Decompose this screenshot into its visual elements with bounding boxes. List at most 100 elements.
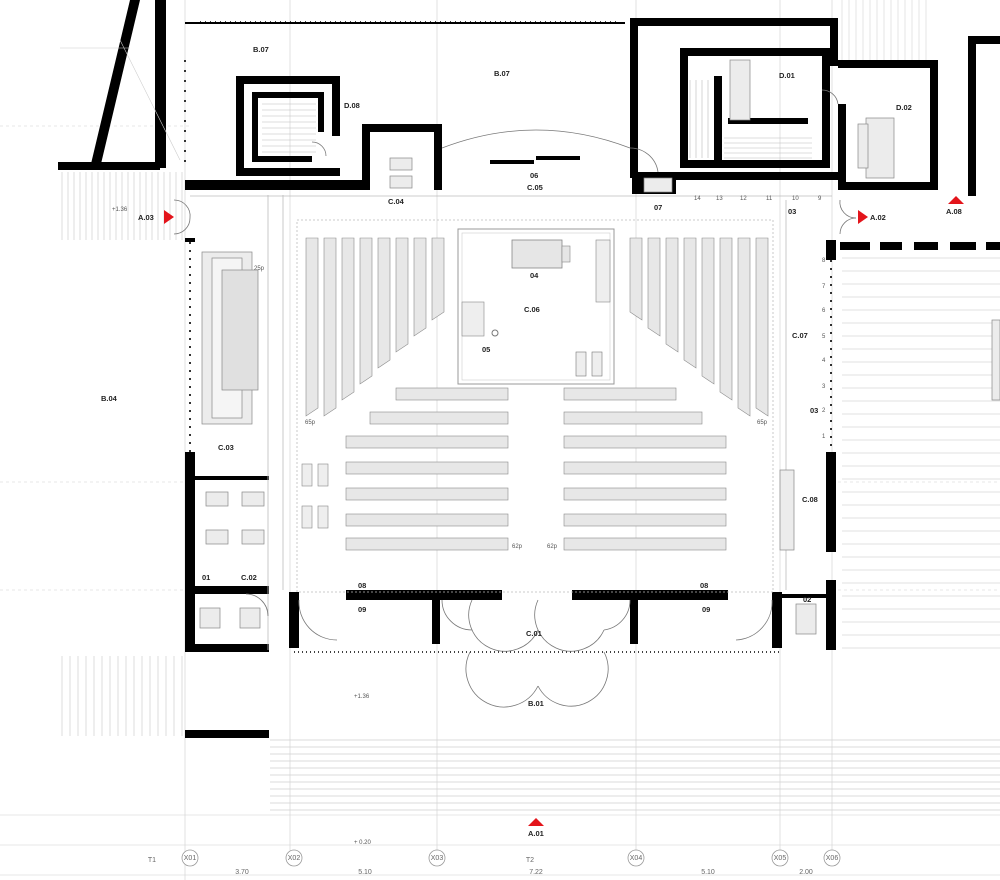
- axis-label: X02: [288, 855, 301, 862]
- benches: [305, 237, 769, 551]
- bottom-left-hatch: [61, 656, 183, 736]
- stair-number: 2: [822, 408, 826, 414]
- bench: [395, 237, 409, 353]
- level-base: + 0.20: [354, 840, 372, 846]
- marker-a01-icon: [528, 818, 544, 826]
- label-d02: D.02: [896, 103, 912, 112]
- seats-left-rows: 65p: [305, 420, 316, 426]
- dimension-label: 3.70: [235, 869, 249, 876]
- bench: [413, 237, 427, 337]
- side-chairs: [301, 463, 329, 529]
- stair-number: 9: [818, 196, 822, 202]
- label-03-top: 03: [788, 207, 796, 216]
- bench: [563, 435, 727, 449]
- label-08-left: 08: [358, 581, 366, 590]
- axis-bubble: [181, 849, 199, 867]
- bench: [563, 387, 677, 401]
- bench: [431, 237, 445, 321]
- label-c06: C.06: [524, 305, 540, 314]
- bench: [629, 237, 643, 321]
- level-labels: +1.36 +1.36 + 0.20: [112, 207, 372, 846]
- marker-a03-icon: [164, 210, 174, 224]
- marker-a08-icon: [948, 196, 964, 204]
- dimension-label: 7.22: [529, 869, 543, 876]
- marker-a08-label: A.08: [946, 207, 962, 216]
- bench: [563, 487, 727, 501]
- bench: [683, 237, 697, 369]
- label-07: 07: [654, 203, 662, 212]
- label-05: 05: [482, 345, 490, 354]
- bench: [345, 435, 509, 449]
- bench: [755, 237, 769, 417]
- bench: [563, 411, 703, 425]
- axis-bubble: [627, 849, 645, 867]
- label-08-right: 08: [700, 581, 708, 590]
- top-left-wing: [58, 0, 181, 170]
- axis-label: X06: [826, 855, 839, 862]
- axis-bubble: [285, 849, 303, 867]
- seat-labels: 25p 65p 65p 62p 62p: [254, 266, 768, 550]
- label-c01: C.01: [526, 629, 542, 638]
- stair-number: 3: [822, 384, 826, 390]
- axis-bubble: [823, 849, 841, 867]
- room-labels: B.07 B.07 D.08 D.01 D.02 C.04 C.05 06 07…: [101, 45, 912, 708]
- section-label: T1: [148, 857, 156, 864]
- label-c02: C.02: [241, 573, 257, 582]
- marker-a03-label: A.03: [138, 213, 154, 222]
- walls: [185, 18, 1000, 738]
- marker-a02-label: A.02: [870, 213, 886, 222]
- label-c05: C.05: [527, 183, 543, 192]
- axis-bubble: [771, 849, 789, 867]
- level-top-left: +1.36: [112, 207, 128, 213]
- axis-bubbles: [181, 849, 841, 867]
- label-03-right: 03: [810, 406, 818, 415]
- marker-a02-icon: [858, 210, 868, 224]
- stage-c06: [457, 228, 615, 385]
- bench: [563, 461, 727, 475]
- seats-left-block: 62p: [512, 544, 523, 550]
- stair-number: 4: [822, 358, 826, 364]
- seats-right-rows: 65p: [757, 420, 768, 426]
- label-c04: C.04: [388, 197, 405, 206]
- label-09-right: 09: [702, 605, 710, 614]
- hall-frame: [190, 195, 832, 650]
- label-b04: B.04: [101, 394, 118, 403]
- label-04: 04: [530, 271, 539, 280]
- bench: [377, 237, 391, 369]
- bench: [341, 237, 355, 401]
- bench: [369, 411, 509, 425]
- label-02: 02: [803, 595, 811, 604]
- bench: [647, 237, 661, 337]
- doors: [173, 89, 857, 708]
- stair-number: 1: [822, 434, 826, 440]
- marker-a01-label: A.01: [528, 829, 544, 838]
- dimension-label: 5.10: [701, 869, 715, 876]
- bench: [563, 513, 727, 527]
- bench: [665, 237, 679, 353]
- stair-number: 6: [822, 308, 826, 314]
- misc-furniture: [389, 59, 1000, 635]
- left-stair-hatch: [61, 172, 183, 240]
- label-d01: D.01: [779, 71, 795, 80]
- thin-walls: [184, 21, 832, 653]
- stair-number: 13: [716, 196, 723, 202]
- label-06: 06: [530, 171, 538, 180]
- screen-bar: [490, 156, 580, 164]
- left-furniture: [199, 251, 265, 629]
- stair-number: 10: [792, 196, 799, 202]
- stair-number: 12: [740, 196, 747, 202]
- dimension-label: 5.10: [358, 869, 372, 876]
- axis-label: X03: [431, 855, 444, 862]
- label-d08: D.08: [344, 101, 360, 110]
- bench: [701, 237, 715, 385]
- bench: [345, 513, 509, 527]
- section-label: T2: [526, 857, 534, 864]
- right-hatch: [842, 257, 1000, 649]
- seats-right-block: 62p: [547, 544, 558, 550]
- label-b01: B.01: [528, 699, 544, 708]
- bench: [395, 387, 509, 401]
- level-bottom: +1.36: [354, 694, 370, 700]
- stair-number: 14: [694, 196, 701, 202]
